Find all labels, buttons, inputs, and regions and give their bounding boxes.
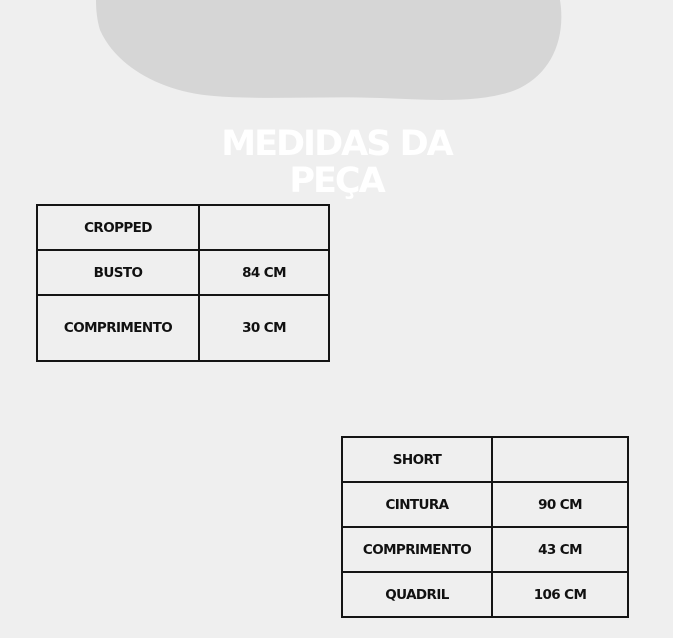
table-row: SHORT [341,436,629,483]
short-header-cell: SHORT [341,436,493,483]
short-label-quadril: QUADRIL [341,571,493,618]
table-row: COMPRIMENTO 43 CM [341,526,629,573]
short-measurements-table: SHORT CINTURA 90 CM COMPRIMENTO 43 CM QU… [341,436,629,618]
page-title: MEDIDAS DA PEÇA [0,126,673,200]
table-row: COMPRIMENTO 30 CM [36,294,330,362]
short-value-quadril: 106 CM [491,571,629,618]
cropped-measurements-table: CROPPED BUSTO 84 CM COMPRIMENTO 30 CM [36,204,330,362]
short-label-cintura: CINTURA [341,481,493,528]
table-row: BUSTO 84 CM [36,249,330,296]
table-row: CINTURA 90 CM [341,481,629,528]
decorative-blob [96,0,562,100]
cropped-header-empty-cell [198,204,330,251]
short-label-comprimento: COMPRIMENTO [341,526,493,573]
cropped-value-busto: 84 CM [198,249,330,296]
cropped-header-cell: CROPPED [36,204,200,251]
table-row: CROPPED [36,204,330,251]
cropped-label-comprimento: COMPRIMENTO [36,294,200,362]
short-value-cintura: 90 CM [491,481,629,528]
title-line-2: PEÇA [289,161,385,201]
title-line-1: MEDIDAS DA [221,124,454,164]
cropped-label-busto: BUSTO [36,249,200,296]
cropped-value-comprimento: 30 CM [198,294,330,362]
short-value-comprimento: 43 CM [491,526,629,573]
table-row: QUADRIL 106 CM [341,571,629,618]
short-header-empty-cell [491,436,629,483]
